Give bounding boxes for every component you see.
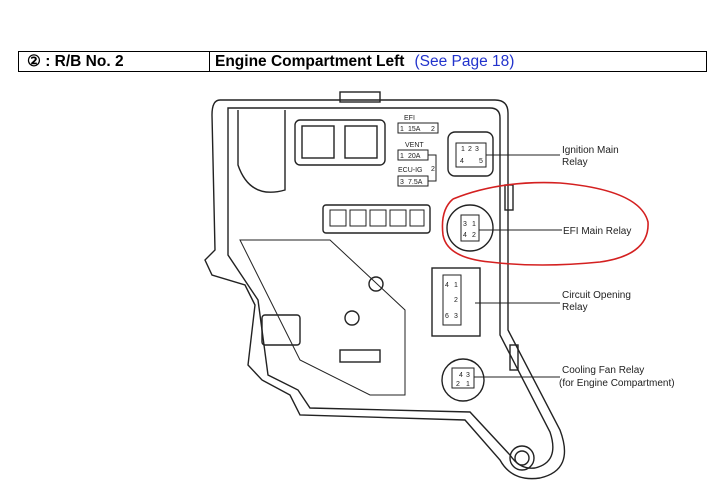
pin: 3 (466, 372, 470, 379)
header-table-row: ② : R/B No. 2 Engine Compartment Left (Se… (18, 51, 707, 72)
bottom-tab (339, 349, 381, 363)
top-connector-cavity (301, 125, 335, 159)
side-tab (509, 344, 519, 371)
pin: 4 (459, 372, 463, 379)
circuit-opening-relay-label: Circuit Opening (562, 290, 631, 301)
pin: 2 (456, 381, 460, 388)
hole (344, 310, 360, 326)
fuse-efi-label: EFI (404, 115, 415, 122)
pin: 3 (400, 179, 404, 186)
housing-inner (227, 107, 554, 469)
red-highlight-circle (441, 181, 649, 266)
fuse-efi (397, 122, 439, 134)
pin: 2 (431, 166, 435, 173)
pin: 6 (445, 313, 449, 320)
mount-hole-inner (514, 450, 530, 466)
pin: 1 (400, 126, 404, 133)
pin: 3 (475, 146, 479, 153)
pin: 3 (454, 313, 458, 320)
location-text: Engine Compartment Left (215, 53, 405, 70)
pin: 4 (460, 158, 464, 165)
connector-tab (261, 314, 301, 346)
cooling-fan-relay-connector (451, 367, 475, 389)
pin: 2 (431, 126, 435, 133)
circuit-opening-relay-connector (442, 274, 462, 326)
location-cell: Engine Compartment Left (See Page 18) (210, 52, 514, 71)
mount-hole (509, 445, 535, 471)
top-connector (294, 119, 386, 166)
pin: 4 (445, 282, 449, 289)
see-page-link[interactable]: (See Page 18) (414, 53, 515, 70)
pin: 1 (461, 146, 465, 153)
number-badge: ② (27, 53, 41, 70)
circuit-opening-relay-label2: Relay (562, 302, 588, 313)
pin: 2 (472, 232, 476, 239)
middle-connector (322, 204, 431, 234)
pin: 1 (400, 153, 404, 160)
circuit-opening-relay-socket (431, 267, 481, 337)
hole (368, 276, 384, 292)
ignition-main-relay-socket (447, 131, 494, 177)
efi-main-relay-connector (460, 214, 480, 242)
pin: 3 (463, 221, 467, 228)
pin: 2 (454, 297, 458, 304)
top-connector-cavity (344, 125, 378, 159)
fuse-efi-amp: 15A (408, 126, 421, 133)
fuse-vent-label: VENT (405, 142, 424, 149)
top-tab (339, 91, 381, 103)
cooling-fan-relay-label2: (for Engine Compartment) (559, 378, 675, 389)
pin: 2 (468, 146, 472, 153)
ignition-main-relay-label2: Relay (562, 157, 588, 168)
fuse-ecuig-amp: 7.5A (408, 179, 423, 186)
housing-outline (204, 99, 566, 480)
efi-main-relay-label: EFI Main Relay (563, 226, 631, 237)
relay-block-code: : R/B No. 2 (40, 53, 124, 70)
fuse-vent-amp: 20A (408, 153, 421, 160)
cooling-fan-relay-socket (441, 358, 485, 402)
pin: 1 (454, 282, 458, 289)
housing-rib (239, 239, 406, 396)
ignition-main-relay-label: Ignition Main (562, 145, 619, 156)
notch (237, 110, 286, 193)
middle-connector-cavities (329, 209, 425, 227)
fuse-group: EFI 1 15A 2 VENT 1 20A ECU-IG 3 7.5A 2 (397, 115, 439, 187)
fuse-ecuig-label: ECU-IG (398, 167, 423, 174)
side-tab (504, 184, 514, 211)
cooling-fan-relay-label: Cooling Fan Relay (562, 365, 644, 376)
pin: 5 (479, 158, 483, 165)
pin: 1 (466, 381, 470, 388)
relay-block-id: ② : R/B No. 2 (19, 52, 210, 71)
efi-main-relay-socket (446, 204, 494, 252)
pin: 1 (472, 221, 476, 228)
pin: 4 (463, 232, 467, 239)
